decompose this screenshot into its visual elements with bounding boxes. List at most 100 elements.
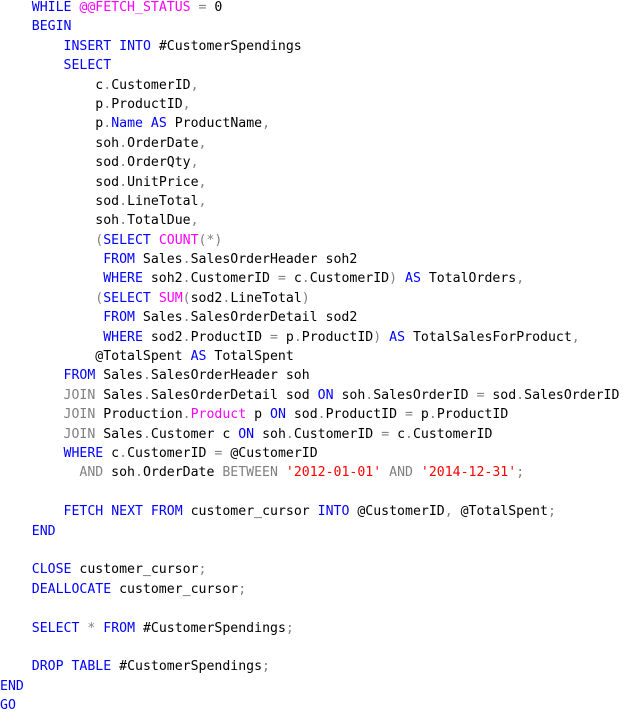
sql-identifier: #CustomerSpendings	[135, 620, 286, 636]
sql-identifier: Sales	[95, 368, 143, 384]
sql-identifier: p	[277, 329, 294, 345]
sql-identifier	[151, 233, 159, 248]
code-indent	[0, 310, 103, 325]
sql-keyword: ON	[270, 407, 286, 423]
sql-identifier: sod	[95, 155, 120, 171]
sql-identifier: sod2	[190, 290, 223, 306]
sql-operator: .	[119, 193, 128, 209]
code-indent	[0, 368, 64, 383]
code-line: SELECT * FROM #CustomerSpendings;	[0, 619, 641, 638]
sql-operator: ,	[198, 174, 207, 190]
sql-operator: ;	[547, 504, 556, 520]
code-indent	[0, 291, 95, 306]
sql-function: Product	[190, 407, 247, 423]
code-indent	[0, 58, 64, 73]
sql-keyword: Name	[111, 116, 143, 132]
code-line: AND soh.OrderDate BETWEEN '2012-01-01' A…	[0, 463, 641, 482]
sql-identifier: sod	[285, 407, 318, 423]
code-line: JOIN Sales.SalesOrderDetail sod ON soh.S…	[0, 386, 641, 405]
sql-identifier: p	[95, 116, 104, 132]
sql-keyword: ON	[238, 426, 255, 442]
sql-operator: ,	[571, 329, 580, 345]
code-line: (SELECT SUM(sod2.LineTotal)	[0, 289, 641, 308]
sql-identifier: TotalSpent	[206, 349, 294, 365]
code-indent	[0, 271, 103, 286]
sql-operator: AND	[389, 465, 413, 481]
sql-operator: )	[389, 271, 398, 287]
sql-keyword: DROP	[31, 659, 64, 675]
sql-operator: (*)	[198, 232, 223, 248]
sql-operator: .	[103, 77, 112, 93]
sql-identifier: ProductID	[190, 329, 270, 345]
code-indent	[0, 233, 95, 248]
sql-operator: ,	[182, 96, 191, 112]
code-indent	[0, 39, 64, 54]
code-indent	[0, 78, 95, 93]
sql-identifier: customer_cursor	[71, 562, 199, 578]
code-line: JOIN Production.Product p ON sod.Product…	[0, 405, 641, 424]
sql-operator: AND	[79, 465, 104, 481]
sql-identifier: soh2	[142, 271, 183, 287]
sql-identifier: Sales	[134, 252, 183, 268]
sql-identifier: CustomerID	[127, 445, 215, 461]
sql-identifier: CustomerID	[190, 271, 278, 287]
sql-identifier: SalesOrderHeader soh	[150, 368, 310, 384]
code-indent	[0, 582, 32, 597]
sql-identifier: p	[412, 407, 429, 423]
sql-identifier: @CustomerID	[222, 445, 318, 461]
sql-identifier: ProductName	[166, 116, 263, 132]
sql-operator: JOIN	[63, 426, 96, 442]
sql-operator: .	[182, 407, 191, 423]
sql-identifier: soh	[254, 426, 286, 442]
sql-keyword: SELECT	[103, 232, 151, 248]
code-line: sod.UnitPrice,	[0, 173, 641, 192]
code-indent	[0, 427, 64, 442]
sql-operator: =	[214, 445, 223, 461]
sql-keyword: INSERT	[63, 38, 112, 54]
sql-operator: =	[405, 407, 413, 423]
sql-operator: .	[119, 135, 128, 151]
sql-identifier	[111, 39, 119, 54]
sql-keyword: INTO	[119, 38, 151, 54]
code-line: soh.TotalDue,	[0, 211, 641, 230]
sql-identifier: LineTotal	[127, 193, 199, 209]
code-indent	[0, 175, 95, 190]
sql-keyword: AS	[150, 116, 167, 132]
code-line: p.ProductID,	[0, 95, 641, 114]
sql-function: COUNT	[158, 232, 199, 248]
sql-operator: .	[182, 329, 191, 345]
sql-keyword: WHERE	[103, 271, 143, 287]
sql-identifier: UnitPrice	[127, 174, 199, 190]
sql-operator: BETWEEN	[222, 465, 278, 481]
sql-identifier: soh	[95, 213, 120, 229]
sql-operator: ,	[190, 213, 199, 229]
code-indent	[0, 446, 64, 461]
sql-identifier: c	[95, 77, 104, 93]
code-line: @TotalSpent AS TotalSpent	[0, 347, 641, 366]
sql-identifier: CustomerID	[293, 426, 382, 442]
sql-identifier: OrderDate	[142, 465, 223, 481]
sql-identifier: @TotalSpent	[95, 349, 191, 365]
sql-operator: .	[142, 368, 151, 384]
sql-identifier: Sales	[95, 426, 143, 442]
sql-identifier: LineTotal	[230, 290, 302, 306]
sql-identifier: SalesOrderHeader soh2	[190, 252, 358, 268]
sql-keyword: FROM	[150, 504, 183, 520]
sql-string-literal: '2014-12-31'	[420, 465, 517, 481]
code-indent	[0, 407, 64, 422]
sql-identifier: 0	[206, 0, 223, 15]
sql-operator: ,	[262, 116, 271, 132]
sql-identifier	[397, 271, 405, 286]
sql-identifier: ProductID	[325, 407, 406, 423]
sql-keyword: FETCH	[63, 504, 104, 520]
sql-operator: JOIN	[63, 387, 96, 403]
code-line: FROM Sales.SalesOrderHeader soh2	[0, 250, 641, 269]
sql-operator: .	[103, 96, 112, 112]
sql-identifier: soh	[95, 135, 120, 151]
sql-operator: .	[103, 116, 112, 132]
sql-keyword: FROM	[103, 310, 135, 326]
sql-operator: JOIN	[63, 407, 96, 423]
sql-keyword: GO	[0, 698, 16, 714]
sql-operator: *	[87, 620, 96, 636]
